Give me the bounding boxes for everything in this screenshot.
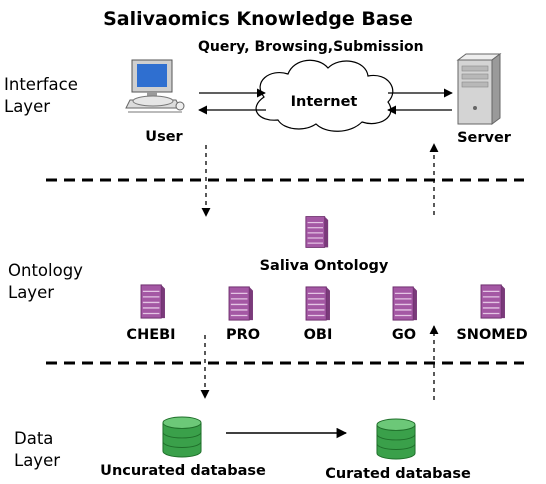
chebi-ontology-icon bbox=[140, 284, 166, 319]
internet-label: Internet bbox=[291, 94, 358, 110]
curated-database-icon bbox=[376, 418, 416, 460]
channel-label: Query, Browsing,Submission bbox=[198, 39, 424, 55]
uncurated-database-label: Uncurated database bbox=[100, 463, 266, 479]
uncurated-database-icon bbox=[162, 416, 202, 458]
internet-cloud-icon bbox=[255, 59, 394, 132]
server-label: Server bbox=[457, 130, 512, 146]
layer-label-ontology: Ontology Layer bbox=[8, 261, 88, 302]
go-ontology-icon bbox=[392, 286, 418, 321]
layer-label-interface-line1: Interface bbox=[4, 75, 78, 94]
curated-database-label: Curated database bbox=[325, 466, 471, 482]
layer-label-ontology-line1: Ontology bbox=[8, 261, 83, 280]
saliva-ontology-label: Saliva Ontology bbox=[260, 258, 389, 274]
diagram-title: Salivaomics Knowledge Base bbox=[103, 8, 413, 30]
server-tower-icon bbox=[456, 53, 502, 125]
obi-ontology-icon bbox=[305, 286, 331, 321]
pro-ontology-icon bbox=[228, 286, 254, 321]
layer-label-data: Data Layer bbox=[14, 429, 60, 470]
ontology-label-pro: PRO bbox=[226, 327, 260, 343]
user-computer-icon bbox=[125, 59, 185, 113]
ontology-label-snomed: SNOMED bbox=[456, 327, 527, 343]
layer-label-data-line1: Data bbox=[14, 429, 53, 448]
layer-label-ontology-line2: Layer bbox=[8, 283, 54, 302]
layer-label-interface-line2: Layer bbox=[4, 97, 50, 116]
ontology-label-go: GO bbox=[392, 327, 416, 343]
snomed-ontology-icon bbox=[480, 284, 506, 319]
saliva-ontology-icon bbox=[305, 215, 329, 249]
ontology-label-chebi: CHEBI bbox=[126, 327, 175, 343]
layer-label-interface: Interface Layer bbox=[4, 75, 83, 116]
layer-label-data-line2: Layer bbox=[14, 451, 60, 470]
ontology-label-obi: OBI bbox=[304, 327, 333, 343]
user-label: User bbox=[145, 129, 183, 145]
